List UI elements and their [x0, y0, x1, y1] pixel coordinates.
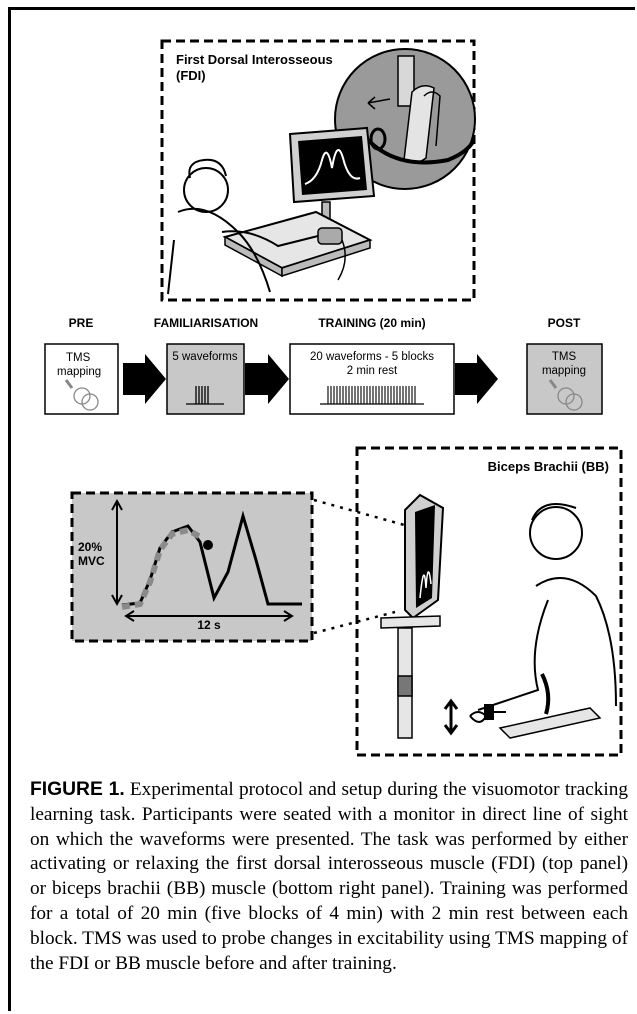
x-range-arrow: [124, 610, 294, 622]
arrow-icon-1: [123, 354, 166, 404]
stage-label-training: TRAINING (20 min): [318, 316, 425, 330]
arrow-icon-2: [245, 354, 289, 404]
monitor-illustration: [288, 126, 376, 227]
fdi-panel: First Dorsal Interosseous (FDI): [160, 39, 476, 302]
bb-monitor-illustration: [380, 493, 445, 739]
waveform-inset: 20% MVC 12 s: [70, 491, 314, 643]
y-range-arrow: [111, 498, 123, 607]
stage-label-post: POST: [548, 316, 581, 330]
figure-illustration: First Dorsal Interosseous (FDI): [44, 39, 623, 757]
training-box-line1: 20 waveforms - 5 blocks: [310, 351, 434, 363]
stage-label-pre: PRE: [69, 316, 94, 330]
cursor-dot: [203, 540, 213, 550]
familiarisation-box-line1: 5 waveforms: [172, 351, 237, 363]
table-illustration: [222, 210, 373, 278]
pre-box-line1: TMS: [66, 352, 91, 364]
caption-body: Experimental protocol and setup during t…: [30, 779, 628, 974]
fdi-title-line2: (FDI): [176, 68, 206, 83]
bb-panel: Biceps Brachii (BB): [355, 446, 623, 757]
waveform-y-label-line2: MVC: [78, 554, 105, 568]
bb-title: Biceps Brachii (BB): [488, 459, 609, 474]
waveform-x-label: 12 s: [197, 618, 221, 632]
familiarisation-box: 5 waveforms: [166, 343, 245, 415]
fdi-title-line1: First Dorsal Interosseous: [176, 52, 333, 67]
figure-caption: FIGURE 1. Experimental protocol and setu…: [30, 778, 628, 976]
movement-arrow: [443, 698, 459, 736]
training-box-line2: 2 min rest: [347, 365, 398, 377]
post-box-line2: mapping: [542, 365, 586, 377]
post-box-line1: TMS: [552, 351, 577, 363]
bb-participant-illustration: [443, 503, 617, 739]
training-box: 20 waveforms - 5 blocks 2 min rest: [289, 343, 455, 415]
protocol-timeline: PRE FAMILIARISATION TRAINING (20 min) PO…: [44, 316, 603, 415]
caption-lead: FIGURE 1.: [30, 779, 125, 800]
tms-coil-icon: [548, 379, 583, 411]
pre-box: TMS mapping: [44, 343, 119, 415]
tms-coil-icon: [64, 379, 99, 411]
connector-lines: [313, 498, 409, 635]
arrow-icon-3: [455, 354, 498, 404]
figure-frame: [8, 7, 635, 1011]
hand-electrode-illustration: [334, 48, 476, 190]
participant-illustration: [167, 158, 346, 295]
post-box: TMS mapping: [526, 343, 603, 415]
tracking-trace-line: [121, 526, 204, 610]
waveform-y-label-line1: 20%: [78, 540, 102, 554]
pre-box-line2: mapping: [57, 366, 101, 378]
stage-label-familiarisation: FAMILIARISATION: [154, 316, 258, 330]
